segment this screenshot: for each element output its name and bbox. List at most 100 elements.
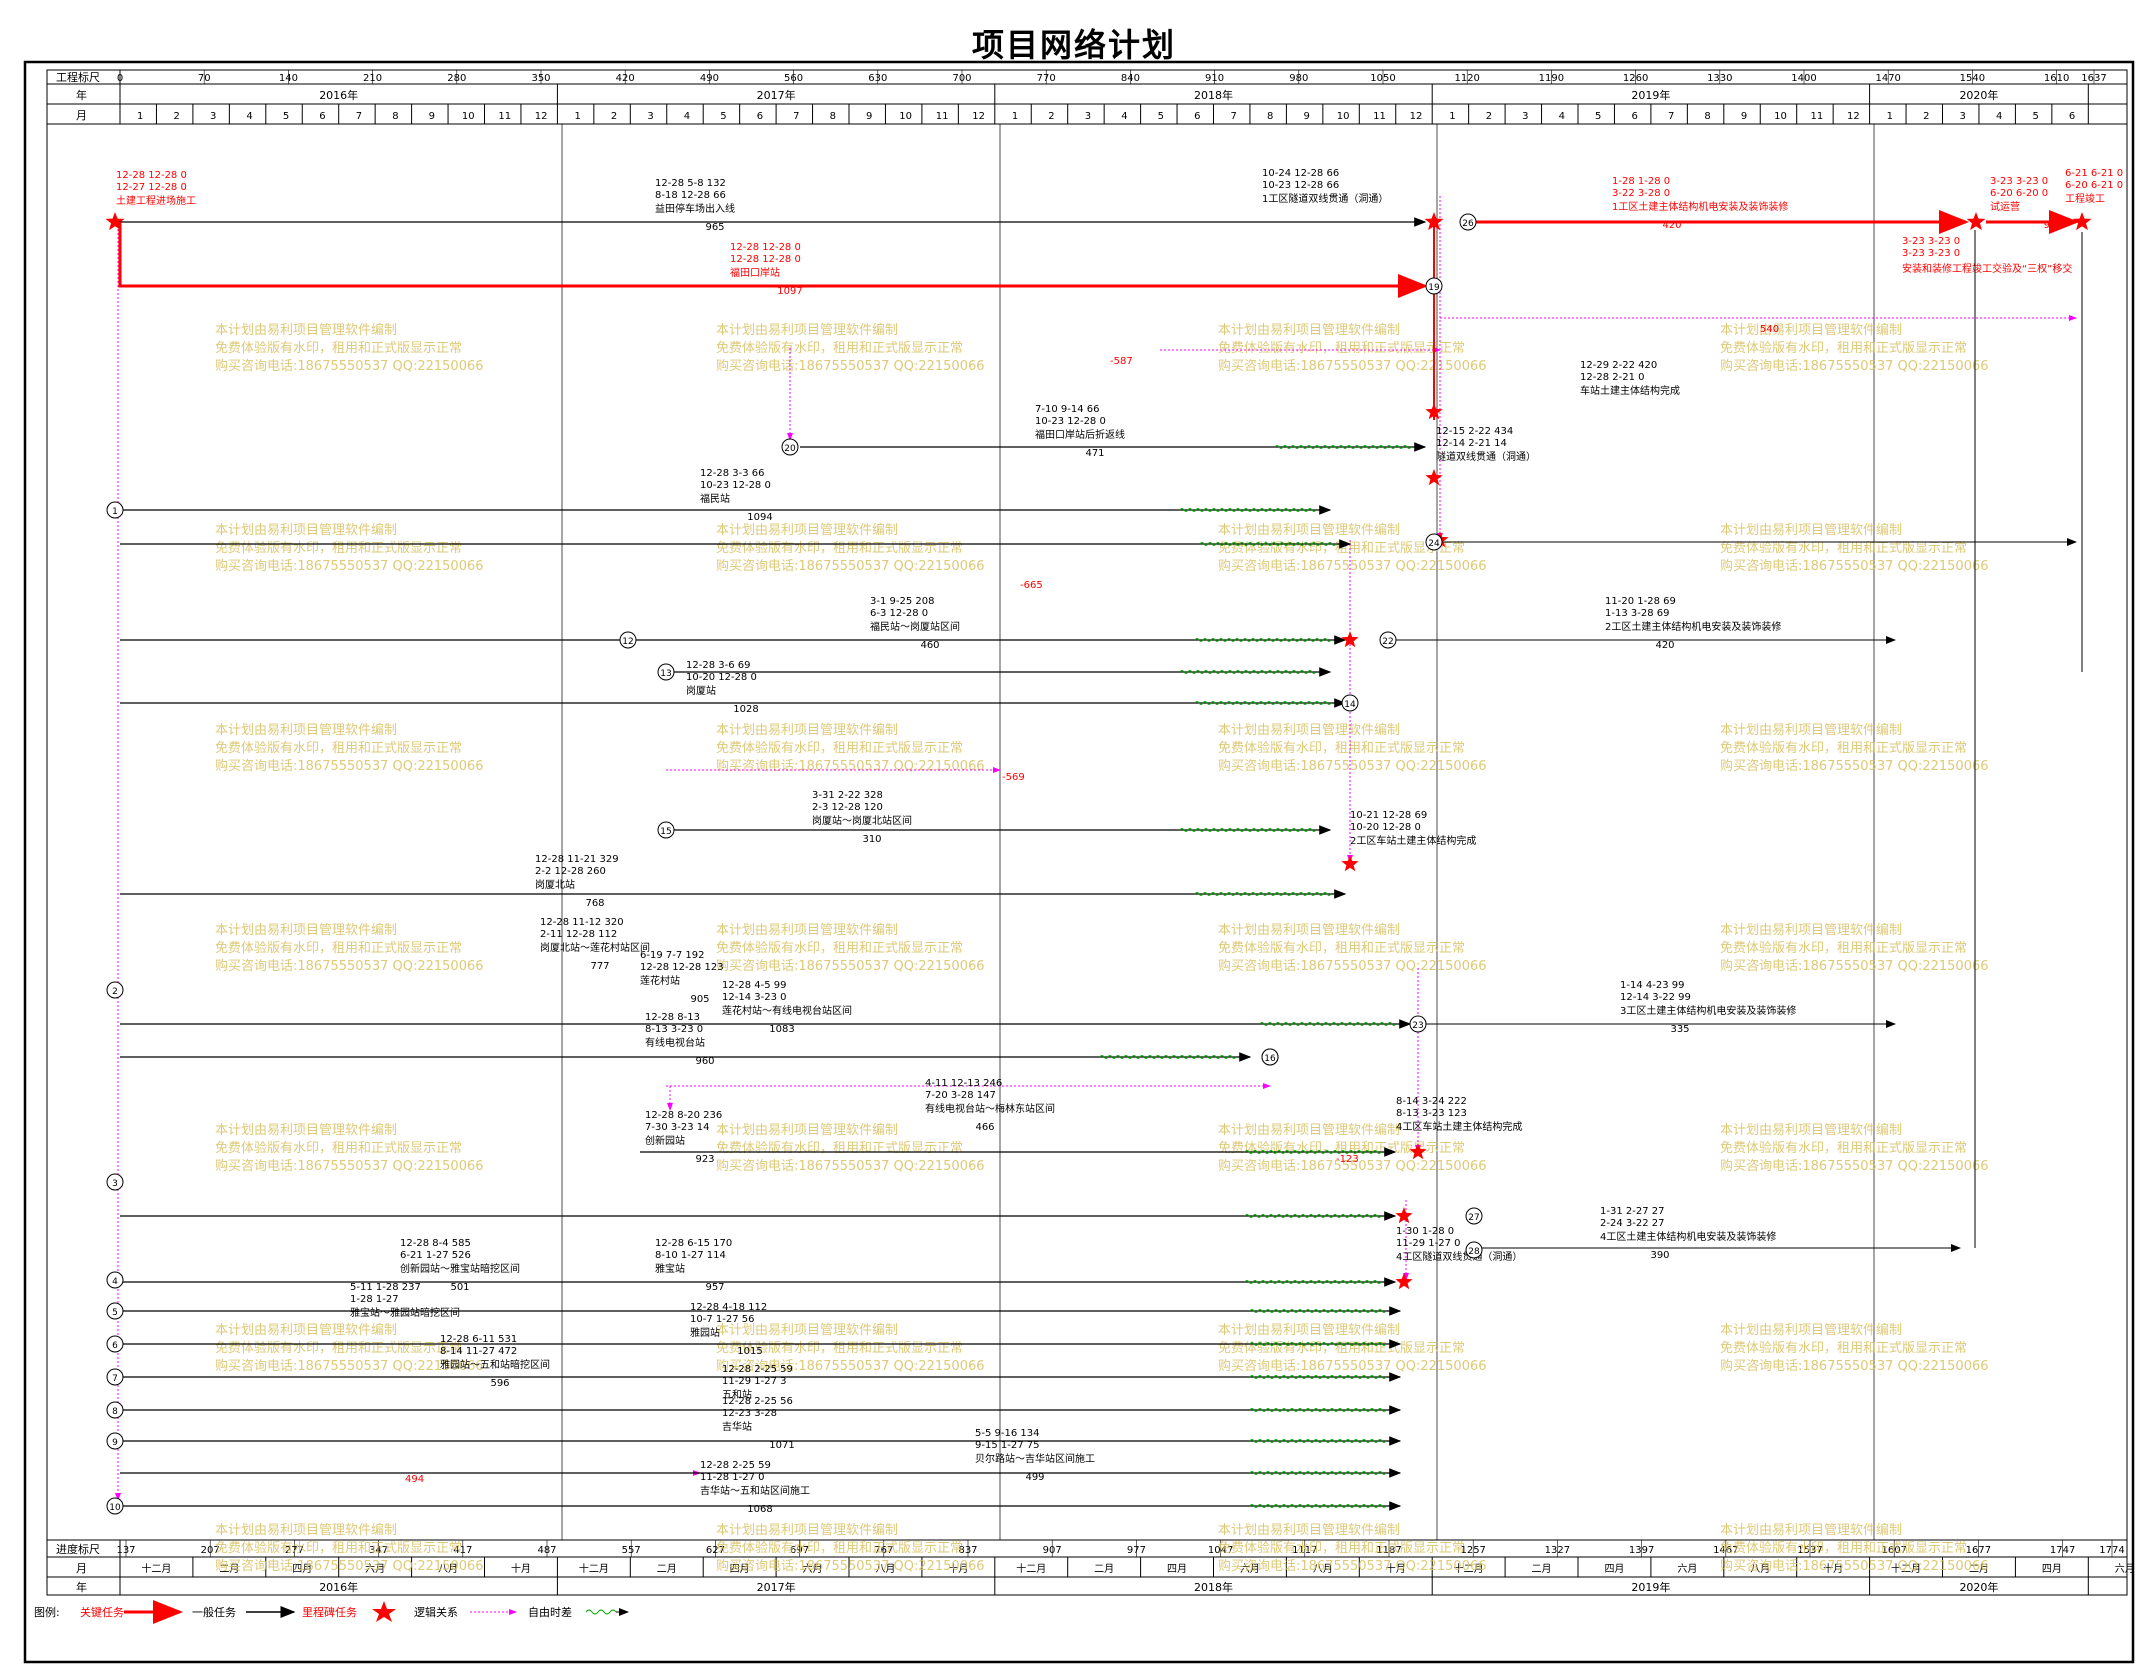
watermark-line3: 购买咨询电话:18675550537 QQ:22150066	[716, 558, 985, 574]
critical-arrow	[118, 222, 1428, 298]
month-label-top: 4	[1996, 111, 2002, 122]
task-zone4-tunnel-dates1: 1-30 1-28 0	[1396, 1226, 1454, 1237]
event-node-label: 6	[112, 1341, 118, 1351]
tasks-layer: 12-28 12-28 012-27 12-28 0土建工程进场施工12-28 …	[105, 168, 2123, 1515]
task-lianhuacun-station-name: 莲花村站	[640, 974, 680, 987]
month-label-bottom: 四月	[1167, 1563, 1187, 1575]
task-wuhe-station-dates1: 12-28 2-25 59	[722, 1364, 793, 1375]
event-node	[106, 1271, 124, 1289]
task-gangshabei-station-duration: 768	[585, 898, 604, 909]
month-label-top: 4	[1559, 111, 1565, 122]
task-yayuan-station-duration: 1015	[737, 1346, 762, 1357]
task-station-structure-dates1: 12-29 2-22 420	[1580, 360, 1657, 371]
task-jihua-wuhe-dates1: 12-28 2-25 59	[700, 1460, 771, 1471]
month-label-top: 6	[1194, 111, 1200, 122]
month-label-bottom: 十二月	[141, 1562, 171, 1575]
month-label-bottom: 四月	[2042, 1563, 2062, 1575]
free-float-wave	[1249, 1471, 1387, 1475]
watermark-line1: 本计划由易利项目管理软件编制	[1218, 1123, 1400, 1138]
month-label-top: 5	[2032, 111, 2038, 122]
task-gangsha-gangshabei-dates1: 3-31 2-22 328	[812, 790, 883, 801]
watermark-line1: 本计划由易利项目管理软件编制	[1218, 723, 1400, 738]
task-turnback-line-name: 福田口岸站后折返线	[1035, 428, 1125, 441]
event-node-label: 24	[1428, 539, 1440, 549]
watermark-tile: 本计划由易利项目管理软件编制免费体验版有水印，租用和正式版显示正常购买咨询电话:…	[215, 523, 484, 574]
month-label-top: 1	[574, 111, 580, 122]
month-label-top: 10	[1337, 111, 1350, 122]
month-label-bottom: 四月	[730, 1563, 750, 1575]
watermark-line2: 免费体验版有水印，租用和正式版显示正常	[1720, 540, 1967, 556]
task-zone3-mep-name: 3工区土建主体结构机电安装及装饰装修	[1620, 1004, 1796, 1017]
task-zone3-mep-dates1: 1-14 4-23 99	[1620, 980, 1684, 991]
task-yabao-yayuan-tunnel-name: 雅宝站～雅园站暗挖区间	[350, 1306, 460, 1319]
task-completion-name: 工程竣工	[2065, 192, 2105, 205]
month-label-top: 3	[1960, 111, 1966, 122]
task-cable-tv-meilin-duration: 466	[975, 1122, 994, 1133]
free-float-wave	[1179, 670, 1317, 674]
nodes-layer: 123456789101112131415161920222324262728	[106, 213, 1483, 1515]
task-fumin-gangsha-dates2: 6-3 12-28 0	[870, 608, 928, 619]
task-gangsha-gangshabei-duration: 310	[862, 834, 881, 845]
month-label-top: 10	[462, 111, 475, 122]
month-label-bottom: 十月	[1386, 1562, 1406, 1575]
year-label-bottom: 2019年	[1631, 1580, 1670, 1594]
task-yayuan-wuhe-tunnel-dates1: 12-28 6-11 531	[440, 1334, 517, 1345]
event-node-label: 4	[112, 1277, 118, 1287]
month-label-top: 1	[137, 111, 143, 122]
watermark-tile: 本计划由易利项目管理软件编制免费体验版有水印，租用和正式版显示正常购买咨询电话:…	[1218, 323, 1487, 374]
milestone-star	[1966, 212, 1986, 231]
watermark-tile: 本计划由易利项目管理软件编制免费体验版有水印，租用和正式版显示正常购买咨询电话:…	[1720, 923, 1989, 974]
event-node-label: 3	[112, 1179, 118, 1189]
free-float-wave	[1249, 1439, 1387, 1443]
free-float-wave	[1249, 1408, 1387, 1412]
event-node	[106, 501, 124, 519]
task-wuhe-station-dates2: 11-29 1-27 3	[722, 1376, 786, 1387]
task-station-structure-name: 车站土建主体结构完成	[1580, 384, 1680, 397]
watermark-line1: 本计划由易利项目管理软件编制	[1720, 523, 1902, 538]
year-label-bottom: 2020年	[1959, 1580, 1998, 1594]
task-fumin-gangsha-duration: 460	[920, 640, 939, 651]
task-site-entry-name: 土建工程进场施工	[116, 194, 196, 207]
watermark-line1: 本计划由易利项目管理软件编制	[215, 523, 397, 538]
month-label-bottom: 六月	[1677, 1563, 1697, 1575]
watermark-line2: 免费体验版有水印，租用和正式版显示正常	[215, 940, 462, 956]
footer-month-label: 月	[76, 1562, 87, 1575]
watermark-layer: 本计划由易利项目管理软件编制免费体验版有水印，租用和正式版显示正常购买咨询电话:…	[215, 323, 1989, 1574]
watermark-line3: 购买咨询电话:18675550537 QQ:22150066	[1720, 358, 1989, 374]
watermark-line2: 免费体验版有水印，租用和正式版显示正常	[1720, 940, 1967, 956]
month-label-bottom: 二月	[1532, 1563, 1552, 1575]
event-node-label: 28	[1468, 1247, 1480, 1257]
task-cable-tv-meilin-dates1: 4-11 12-13 246	[925, 1078, 1002, 1089]
event-node	[1465, 1241, 1483, 1259]
task-futian-port-duration: 1097	[777, 286, 802, 297]
month-label-bottom: 六月	[2115, 1563, 2135, 1575]
watermark-line3: 购买咨询电话:18675550537 QQ:22150066	[1218, 1158, 1487, 1174]
task-yitian-depot-dates2: 8-18 12-28 66	[655, 190, 726, 201]
watermark-line3: 购买咨询电话:18675550537 QQ:22150066	[215, 558, 484, 574]
watermark-line1: 本计划由易利项目管理软件编制	[716, 523, 898, 538]
milestone-star	[2072, 212, 2092, 231]
watermark-line3: 购买咨询电话:18675550537 QQ:22150066	[716, 758, 985, 774]
watermark-tile: 本计划由易利项目管理软件编制免费体验版有水印，租用和正式版显示正常购买咨询电话:…	[1720, 323, 1989, 374]
milestone-star	[1425, 403, 1443, 420]
milestone-star	[1395, 1207, 1413, 1224]
watermark-line1: 本计划由易利项目管理软件编制	[716, 923, 898, 938]
task-cable-tv-station-name: 有线电视台站	[645, 1036, 705, 1049]
event-node	[106, 981, 124, 999]
watermark-line1: 本计划由易利项目管理软件编制	[1218, 323, 1400, 338]
watermark-line1: 本计划由易利项目管理软件编制	[215, 923, 397, 938]
watermark-tile: 本计划由易利项目管理软件编制免费体验版有水印，租用和正式版显示正常购买咨询电话:…	[1720, 1323, 1989, 1374]
watermark-line1: 本计划由易利项目管理软件编制	[1720, 1323, 1902, 1338]
task-gangshabei-lianhua-dates2: 2-11 12-28 112	[540, 929, 617, 940]
month-label-bottom: 八月	[1750, 1563, 1770, 1575]
watermark-line3: 购买咨询电话:18675550537 QQ:22150066	[1720, 958, 1989, 974]
free-float-wave	[1194, 638, 1332, 642]
page-title: 项目网络计划	[971, 26, 1176, 64]
footer-year-label: 年	[76, 1580, 87, 1594]
task-chuangxinyuan-station-duration: 923	[695, 1154, 714, 1165]
event-node-label: 13	[660, 669, 671, 679]
month-label-bottom: 二月	[1094, 1563, 1114, 1575]
float-value: -665	[1020, 580, 1043, 591]
task-zone4-mep-name: 4工区土建主体结构机电安装及装饰装修	[1600, 1230, 1776, 1243]
watermark-line1: 本计划由易利项目管理软件编制	[1218, 1523, 1400, 1538]
